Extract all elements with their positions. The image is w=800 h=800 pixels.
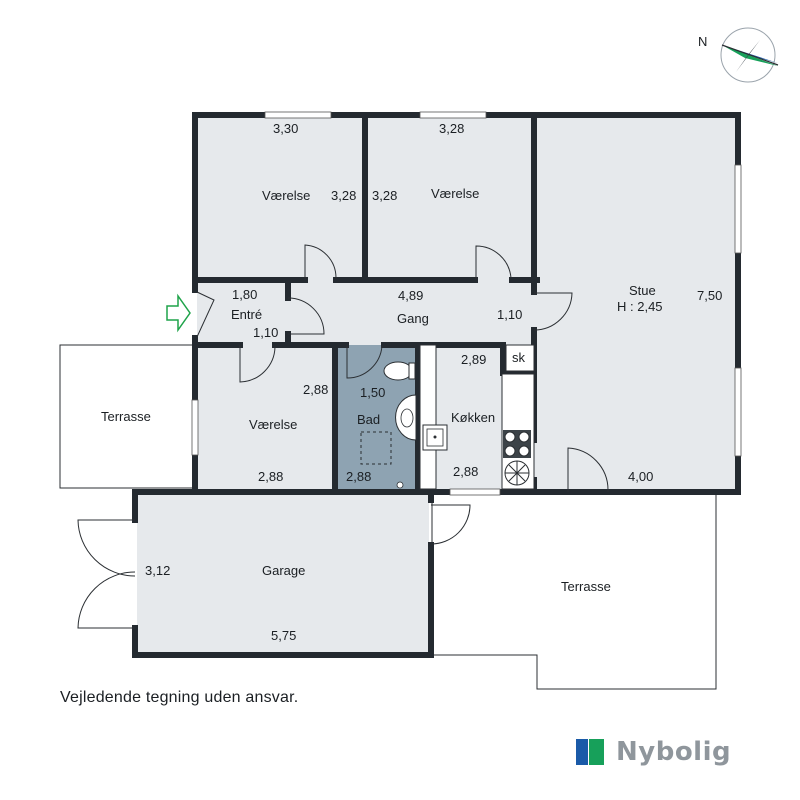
garage-floor [137,492,429,655]
koekken-dim-bottom: 2,88 [453,464,478,479]
vaerelse3-dim-side: 2,88 [303,382,328,397]
stue-height: H : 2,45 [617,299,663,314]
bad-dim-top: 1,50 [360,385,385,400]
door-swing [475,245,512,280]
stue-name: Stue [629,283,656,298]
door-swing [346,345,383,379]
terrace-left-name: Terrasse [101,409,151,424]
stue-dim-bottom: 4,00 [628,469,653,484]
toilet-icon [383,361,416,381]
vaerelse1-dim-side: 3,28 [331,188,356,203]
entre-dim-top: 1,80 [232,287,257,302]
gang-name: Gang [397,311,429,326]
garage-dim-side: 3,12 [145,563,170,578]
garage-wall [132,542,434,658]
vaerelse3-dim-bottom: 2,88 [258,469,283,484]
window [191,399,199,456]
entre-dim-bottom: 1,10 [253,325,278,340]
vaerelse3-name: Værelse [249,417,297,432]
door-swing [533,292,573,331]
window [264,111,332,119]
compass-north-label: N [698,34,707,49]
sink-icon [395,394,417,441]
brand-logo-icon [576,739,604,765]
vaerelse1-dim-top: 3,30 [273,121,298,136]
bad-dim-bottom: 2,88 [346,469,371,484]
vaerelse2-dim-top: 3,28 [439,121,464,136]
door-swing [304,244,337,280]
garage-door [77,571,136,629]
window [449,488,501,496]
koekken-name: Køkken [451,410,495,425]
terrace-left [59,344,198,489]
brand-logo: Nybolig [576,737,731,767]
kitchen-sink-basin [426,428,444,447]
window [734,367,742,457]
window [734,164,742,254]
window [419,111,487,119]
fan-icon [504,460,530,486]
garage-name: Garage [262,563,305,578]
door-swing [239,345,276,383]
entrance-door [196,291,215,338]
koekken-dim-top: 2,89 [461,352,486,367]
door-swing [567,447,609,492]
vaerelse1-name: Værelse [262,188,310,203]
shower-area [360,431,392,465]
stue-dim-side: 7,50 [697,288,722,303]
stove-icon [503,430,531,458]
bad-name: Bad [357,412,380,427]
kitchen-sink-drain [433,435,437,439]
door-swing [287,297,325,335]
garage-door [77,519,136,577]
vaerelse2-dim-side: 3,28 [372,188,397,203]
compass-icon [720,27,779,83]
disclaimer-text: Vejledende tegning uden ansvar. [60,689,299,706]
gang-dim-right: 1,10 [497,307,522,322]
door-swing [430,504,471,545]
brand-name: Nybolig [616,737,732,767]
vaerelse2-name: Værelse [431,186,479,201]
garage-dim-bottom: 5,75 [271,628,296,643]
entrance-arrow-icon [166,293,191,333]
sk-label: sk [512,350,526,365]
gang-dim-top: 4,89 [398,288,423,303]
garage-wall [132,489,434,503]
terrace-right-name: Terrasse [561,579,611,594]
kitchen-counter-left [419,344,437,490]
sk-cabinet [505,344,535,372]
drain-icon [396,481,404,489]
entre-name: Entré [231,307,262,322]
interior-wall [500,342,537,376]
